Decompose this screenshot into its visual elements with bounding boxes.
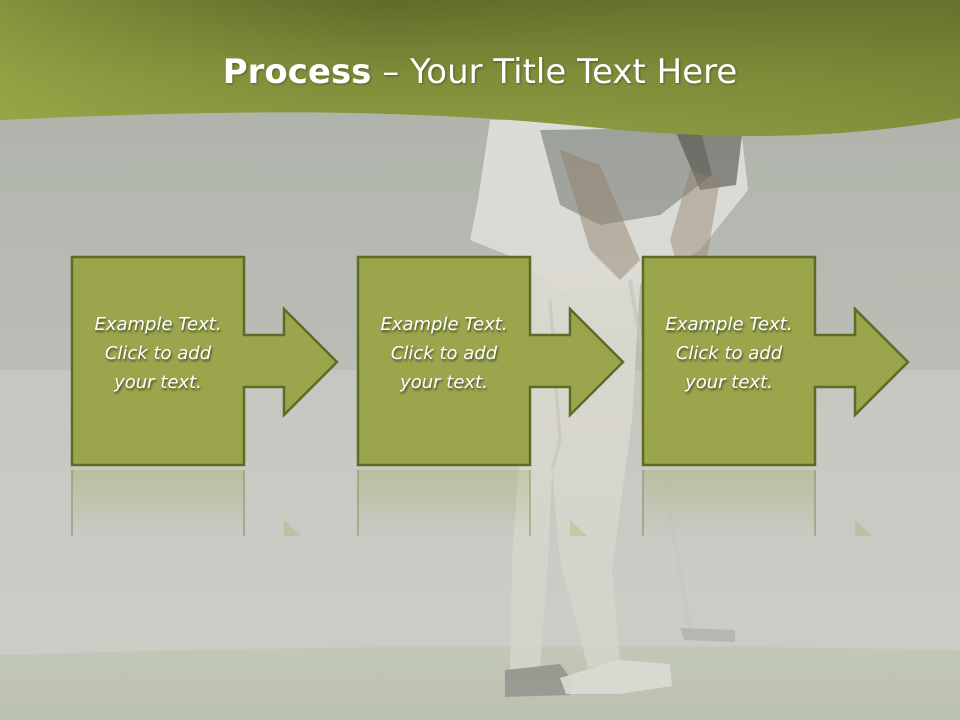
step-text[interactable]: Example Text. Click to add your text. (644, 310, 814, 397)
step-text-line: Example Text. (665, 314, 793, 335)
step-text[interactable]: Example Text. Click to add your text. (73, 310, 243, 397)
step-text-line: Example Text. (380, 314, 508, 335)
step-text-line: your text. (400, 372, 488, 393)
step-text-line: Click to add (104, 343, 212, 364)
step-text-line: Click to add (675, 343, 783, 364)
process-step-3[interactable]: Example Text. Click to add your text. (641, 255, 960, 467)
step-arrow-shape (70, 255, 339, 467)
process-step-1[interactable]: Example Text. Click to add your text. (70, 255, 411, 467)
step-reflection (642, 470, 872, 536)
step-text-line: your text. (685, 372, 773, 393)
step-arrow-shape (641, 255, 910, 467)
step-arrow-shape (356, 255, 625, 467)
step-reflection (71, 470, 301, 536)
step-text-line: Click to add (390, 343, 498, 364)
process-step-2[interactable]: Example Text. Click to add your text. (356, 255, 697, 467)
title-rest: – Your Title Text Here (371, 52, 738, 92)
title-bold: Process (222, 52, 372, 92)
step-text-line: Example Text. (94, 314, 222, 335)
step-reflection (357, 470, 587, 536)
slide-title[interactable]: Process – Your Title Text Here (0, 52, 960, 92)
step-text[interactable]: Example Text. Click to add your text. (359, 310, 529, 397)
step-text-line: your text. (114, 372, 202, 393)
